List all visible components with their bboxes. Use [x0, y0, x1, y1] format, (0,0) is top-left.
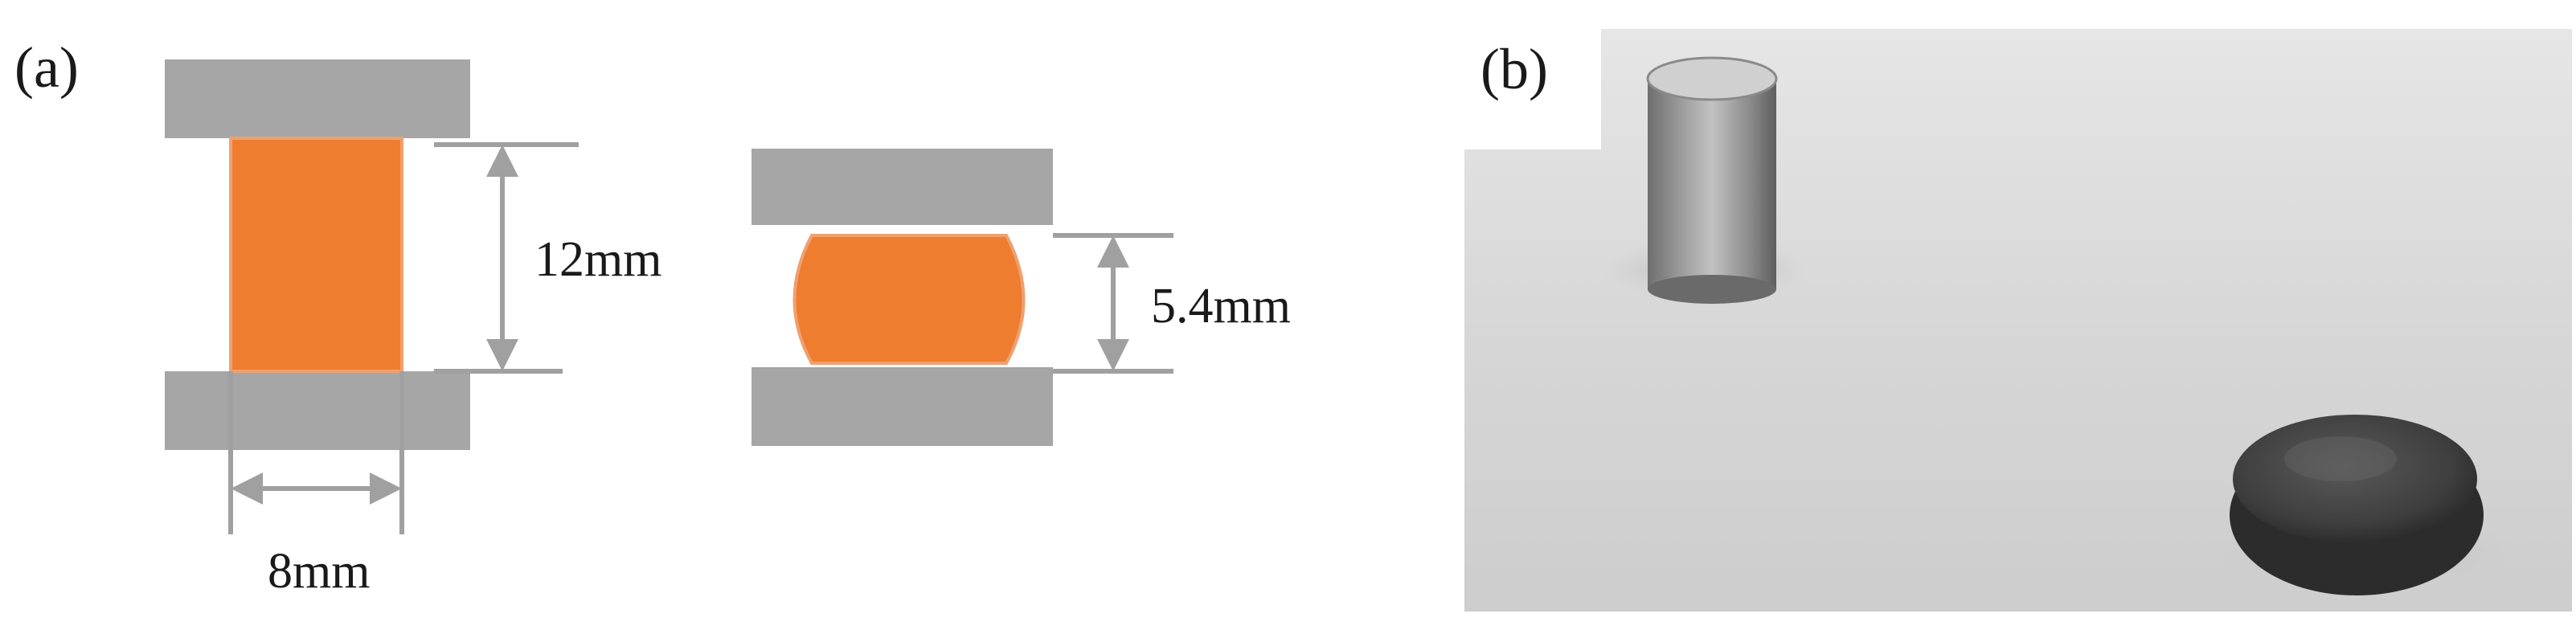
specimen-cylinder — [229, 137, 403, 373]
height-label-after: 5.4mm — [1151, 279, 1291, 333]
compressed-height-dimension — [1053, 233, 1173, 374]
upper-die-plate — [752, 149, 1053, 225]
compressed-specimen — [2230, 415, 2484, 595]
height-label-before: 12mm — [534, 232, 662, 287]
panel-b-label: (b) — [1480, 37, 1548, 101]
lower-die-plate — [165, 371, 470, 450]
after-compression — [752, 149, 1173, 446]
uncompressed-specimen — [1646, 56, 1778, 304]
compressed-specimen — [792, 234, 1026, 365]
label-backdrop — [1464, 29, 1601, 149]
panel-a-label: (a) — [14, 35, 79, 100]
width-dimension — [228, 371, 404, 534]
height-dimension — [434, 142, 579, 374]
compression-schematic — [165, 59, 1173, 534]
upper-die-plate — [165, 59, 470, 138]
specimen-photograph — [1464, 29, 2572, 612]
before-compression — [165, 59, 579, 534]
lower-die-plate — [752, 367, 1053, 446]
width-label-before: 8mm — [268, 544, 371, 599]
